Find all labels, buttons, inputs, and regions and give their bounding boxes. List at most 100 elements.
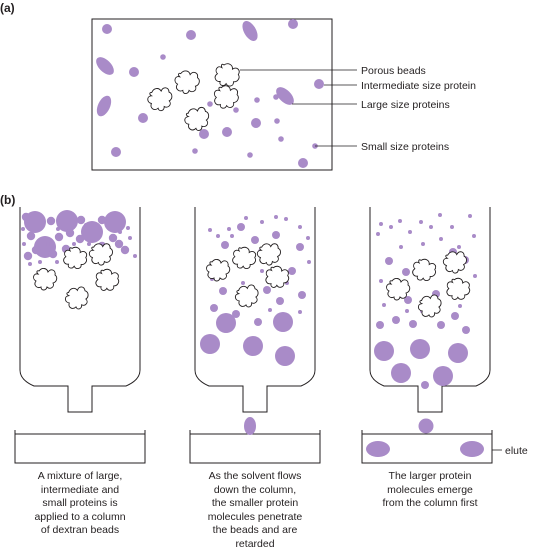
panel-b-porous-beads [33,241,473,321]
column-2 [194,207,316,413]
porous-bead [408,255,440,285]
intermediate-protein [138,113,148,123]
small-protein [268,308,272,312]
intermediate-protein [48,249,58,259]
small-protein [398,219,402,223]
small-protein [429,225,433,229]
small-protein [160,54,166,60]
caption-line: molecules emerge [387,483,473,496]
small-protein [28,262,32,266]
caption-column-1: A mixture of large, intermediate and sma… [10,470,150,538]
porous-bead [144,84,176,114]
caption-line: down the column, [213,483,297,496]
small-protein [399,245,403,249]
large-protein [96,95,112,117]
small-protein [457,245,461,249]
porous-bead [386,277,411,301]
intermediate-protein [392,316,400,324]
small-protein [233,107,239,113]
intermediate-protein [26,231,36,241]
panel-a-leader-lines [240,69,357,147]
intermediate-protein [288,19,298,29]
drop-column-3 [418,418,434,434]
small-protein [38,260,42,264]
small-protein [128,236,132,240]
small-protein [126,226,130,230]
small-protein [241,281,245,285]
columns [19,207,491,413]
porous-bead [443,275,473,304]
small-protein [118,230,122,234]
caption-line: applied to a column [34,510,126,523]
small-protein [227,227,231,231]
large-protein [433,366,453,386]
elute-label: elute [505,445,528,457]
small-protein [278,136,284,142]
intermediate-protein [376,321,384,329]
panel-a-proteins [96,19,324,168]
caption-line: A mixture of large, [37,470,123,482]
intermediate-protein [120,245,130,255]
intermediate-protein [409,320,417,328]
large-protein [374,341,394,361]
large-protein [391,363,411,383]
small-protein [133,254,137,258]
small-protein [298,225,302,229]
intermediate-protein [222,127,232,137]
large-protein [410,339,430,359]
porous-bead [441,249,469,276]
small-protein [274,118,280,124]
large-protein [275,346,295,366]
intermediate-protein [402,268,410,276]
intermediate-protein [385,257,393,265]
small-protein [376,232,380,236]
intermediate-protein [31,245,41,255]
intermediate-protein [221,241,229,249]
caption-line: The larger protein [388,470,472,482]
intermediate-protein [272,231,280,239]
small-protein [192,148,198,154]
intermediate-protein [421,381,429,389]
small-protein [274,215,278,219]
intermediate-protein [76,215,86,225]
intermediate-protein [54,232,64,242]
intermediate-protein [314,79,324,89]
large-protein [216,313,236,333]
large-protein [96,57,114,75]
small-protein [260,220,264,224]
legend-porous-beads: Porous beads [361,65,426,77]
caption-line: the beads and are [212,524,298,536]
caption-line: of dextran beads [40,524,120,536]
intermediate-protein [254,318,262,326]
tray-1 [14,430,146,464]
porous-bead [255,241,283,268]
small-protein [207,101,213,107]
porous-bead [206,258,231,282]
caption-line: retarded [235,537,275,550]
porous-bead [211,83,241,112]
small-protein [244,216,248,220]
intermediate-protein [129,67,139,77]
intermediate-protein [97,215,107,225]
small-protein [382,303,386,307]
large-protein [104,211,126,233]
eluting-drops [244,417,484,457]
caption-line: from the column first [382,497,478,509]
caption-column-2: As the solvent flows down the column, th… [185,470,325,551]
large-protein [56,210,78,232]
intermediate-protein [65,228,75,238]
porous-bead [92,266,122,295]
small-protein [307,260,311,264]
small-protein [208,228,212,232]
panel-a-frame [91,18,333,171]
small-protein [379,279,383,283]
small-protein [379,222,383,226]
caption-line: small proteins is [42,497,118,509]
intermediate-protein [298,291,306,299]
intermediate-protein [210,304,218,312]
caption-line: As the solvent flows [208,470,302,482]
intermediate-protein [186,30,196,40]
large-protein [448,343,468,363]
intermediate-protein [75,234,85,244]
